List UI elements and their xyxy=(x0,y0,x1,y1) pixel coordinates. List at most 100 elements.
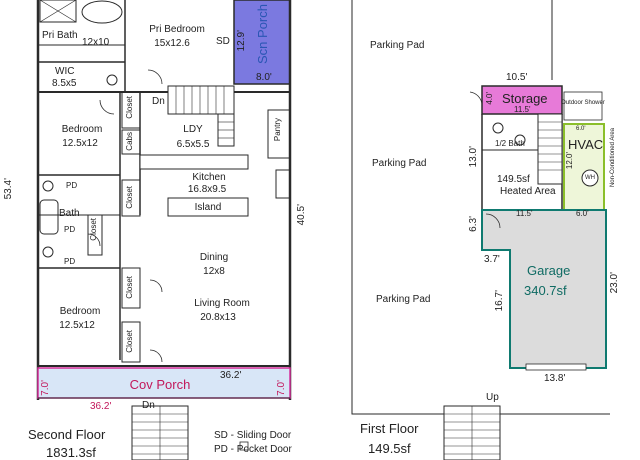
storage-dim-left: 4.0' xyxy=(485,92,494,105)
water-heater-label: WH xyxy=(585,175,595,181)
hvac-room xyxy=(563,123,605,211)
dining-label: Dining xyxy=(199,252,229,263)
dim-3-7: 3.7' xyxy=(484,254,500,265)
dn-upper-label: Dn xyxy=(152,96,165,107)
garage-label: Garage xyxy=(527,263,571,278)
closet-box-2 xyxy=(121,179,141,217)
pantry-box xyxy=(267,109,291,159)
scn-porch-label: Scn Porch xyxy=(255,4,270,64)
bedroom1-dim: 12.5x12 xyxy=(62,138,98,149)
dim-porch-bottom: 36.2' xyxy=(90,401,112,412)
tub-fixture xyxy=(39,199,59,235)
living-room-dim: 20.8x13 xyxy=(200,312,236,323)
pri-bath-label: Pri Bath xyxy=(42,30,78,41)
legend-marker xyxy=(239,441,249,451)
stairwell-upper xyxy=(167,85,235,115)
ff-door-swing-1 xyxy=(469,91,483,105)
closet5-label: Closet xyxy=(125,330,134,353)
pd1-label: PD xyxy=(66,181,78,190)
dim-porch-left: 7.0' xyxy=(40,380,51,396)
shower-diagonal-2 xyxy=(39,0,77,23)
ldy-label: LDY xyxy=(183,124,203,135)
storage-dim-top: 10.5' xyxy=(506,72,528,83)
legend-pd: PD - Pocket Door xyxy=(214,444,292,455)
scn-porch-dim-vertical: 12.9' xyxy=(236,30,247,52)
dining-dim: 12x8 xyxy=(203,266,225,277)
garage-area xyxy=(481,209,607,369)
closet-box-1 xyxy=(121,91,141,129)
closet-box-5 xyxy=(121,321,141,363)
kitchen-label: Kitchen xyxy=(192,172,226,183)
covered-porch-area xyxy=(37,367,291,399)
pantry-label: Pantry xyxy=(273,118,282,142)
legend-sd: SD - Sliding Door xyxy=(214,430,292,441)
closet-box-4 xyxy=(121,267,141,309)
storage-dim-bottom: 11.5' xyxy=(514,105,531,114)
storage-room xyxy=(481,85,563,115)
parking-pad-1: Parking Pad xyxy=(370,40,425,51)
parking-pad-2: Parking Pad xyxy=(372,158,427,169)
door-swing-4 xyxy=(149,349,163,363)
outdoor-shower-label: Outdoor Shower xyxy=(561,100,605,106)
hvac-dim-top: 6.0' xyxy=(576,126,586,132)
stairs-first-floor xyxy=(537,113,563,185)
garage-area: 340.7sf xyxy=(524,283,567,298)
dim-23-0: 23.0' xyxy=(609,272,620,294)
water-heater xyxy=(581,169,599,187)
parking-pad-3: Parking Pad xyxy=(376,294,431,305)
wic-dim: 8.5x5 xyxy=(52,78,77,89)
half-bath-label: 1/2 Bath xyxy=(495,139,525,148)
ff-door-swing-2 xyxy=(485,213,501,229)
up-label: Up xyxy=(486,392,499,403)
screened-porch-area xyxy=(233,0,291,85)
hvac-dim-side: 12.0' xyxy=(565,152,574,170)
garage-door xyxy=(525,363,587,371)
ldy-dim: 6.5x5.5 xyxy=(176,139,210,150)
wic-label: WIC xyxy=(55,66,75,77)
closet2-label: Closet xyxy=(125,186,134,209)
half-bath-toilet xyxy=(514,134,526,146)
hvac-label: HVAC xyxy=(568,137,604,152)
kitchen-island xyxy=(167,197,249,217)
scn-porch-dim-horizontal: 8.0' xyxy=(256,72,272,83)
dim-right-overall: 40.5' xyxy=(296,204,307,226)
pd3-label: PD xyxy=(64,257,76,266)
second-floor-title: Second Floor xyxy=(28,427,106,442)
cabs-box xyxy=(121,129,141,155)
dim-porch-top: 36.2' xyxy=(220,370,242,381)
closet-box-3 xyxy=(87,214,103,256)
storage-label: Storage xyxy=(502,91,548,106)
dim-13: 13.0' xyxy=(468,146,479,168)
kitchen-dim: 16.8x9.5 xyxy=(187,184,227,195)
non-conditioned-label: Non-Conditioned Area xyxy=(610,128,616,188)
first-floor-area: 149.5sf xyxy=(368,441,411,456)
outdoor-shower-box xyxy=(563,91,603,121)
bedroom2-dim: 12.5x12 xyxy=(59,320,95,331)
dim-left-overall: 53.4' xyxy=(3,178,14,200)
bath-label: Bath xyxy=(59,208,80,219)
range-box xyxy=(275,169,291,199)
dim-porch-right: 7.0' xyxy=(276,380,287,396)
dim-6-3: 6.3' xyxy=(468,216,479,232)
pd2-label: PD xyxy=(64,225,76,234)
lot-boundary xyxy=(351,0,610,415)
half-bath-sink xyxy=(492,122,504,134)
bedroom1-label: Bedroom xyxy=(61,124,103,135)
bedroom2-label: Bedroom xyxy=(59,306,101,317)
sd-marker: SD xyxy=(216,36,230,47)
pri-bath-dim: 12x10 xyxy=(82,37,110,48)
toilet-fixture-upper xyxy=(106,74,118,86)
sink-fixture-1 xyxy=(42,180,54,192)
dn-lower-label: Dn xyxy=(142,400,155,411)
closet3-label: Closet xyxy=(89,218,98,241)
kitchen-counter xyxy=(139,154,249,170)
closet4-label: Closet xyxy=(125,276,134,299)
door-swing-3 xyxy=(149,279,163,293)
dim-11-5: 11.5' xyxy=(516,209,533,218)
island-label: Island xyxy=(194,202,222,213)
sink-fixture-2 xyxy=(42,246,54,258)
door-swing-5 xyxy=(87,233,101,247)
dim-16-7: 16.7' xyxy=(494,290,505,312)
dim-13-8: 13.8' xyxy=(544,373,566,384)
